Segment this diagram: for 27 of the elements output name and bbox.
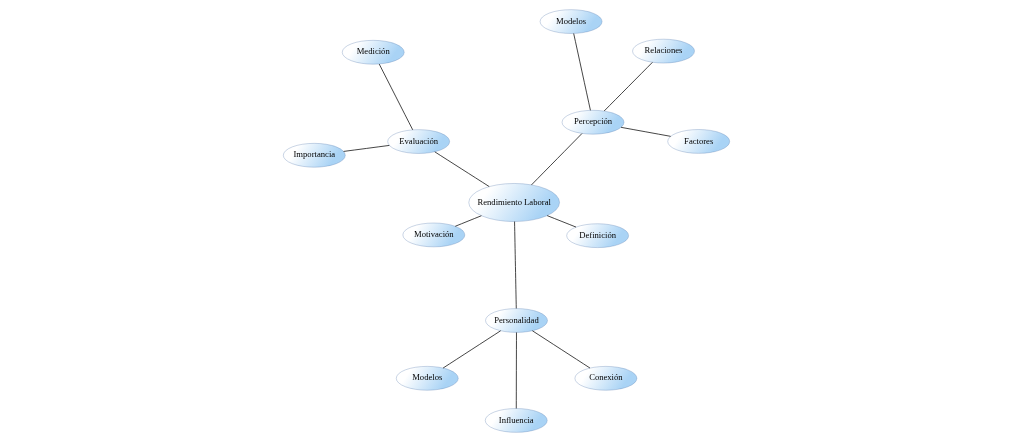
node-ellipse: Influencia (485, 408, 548, 433)
node-ellipse: Motivación (402, 222, 465, 247)
node-ellipse: Evaluación (387, 129, 450, 154)
connector (532, 330, 591, 369)
node-ellipse: Percepción (561, 110, 625, 135)
node-ellipse: Factores (667, 129, 730, 154)
connector (343, 145, 390, 152)
node-ellipse: Modelos (539, 9, 603, 34)
connector (573, 33, 591, 111)
node-ellipse: Importancia (283, 143, 346, 168)
connector (515, 332, 517, 409)
connector (603, 61, 653, 112)
node-ellipse: Personalidad (485, 308, 548, 333)
node-ellipse: Conexión (574, 366, 638, 391)
node-ellipse: Modelos (396, 366, 459, 391)
connector (514, 221, 517, 309)
connector (442, 330, 502, 369)
connector (378, 63, 414, 131)
connector (454, 215, 482, 227)
connector (531, 133, 583, 186)
node-ellipse: Definición (566, 223, 629, 248)
connector (546, 215, 577, 228)
connector (620, 126, 671, 137)
node-ellipse: Relaciones (632, 39, 695, 64)
connector (434, 151, 490, 187)
node-ellipse: Medición (342, 40, 405, 65)
node-ellipse: Rendimiento Laboral (468, 183, 560, 222)
